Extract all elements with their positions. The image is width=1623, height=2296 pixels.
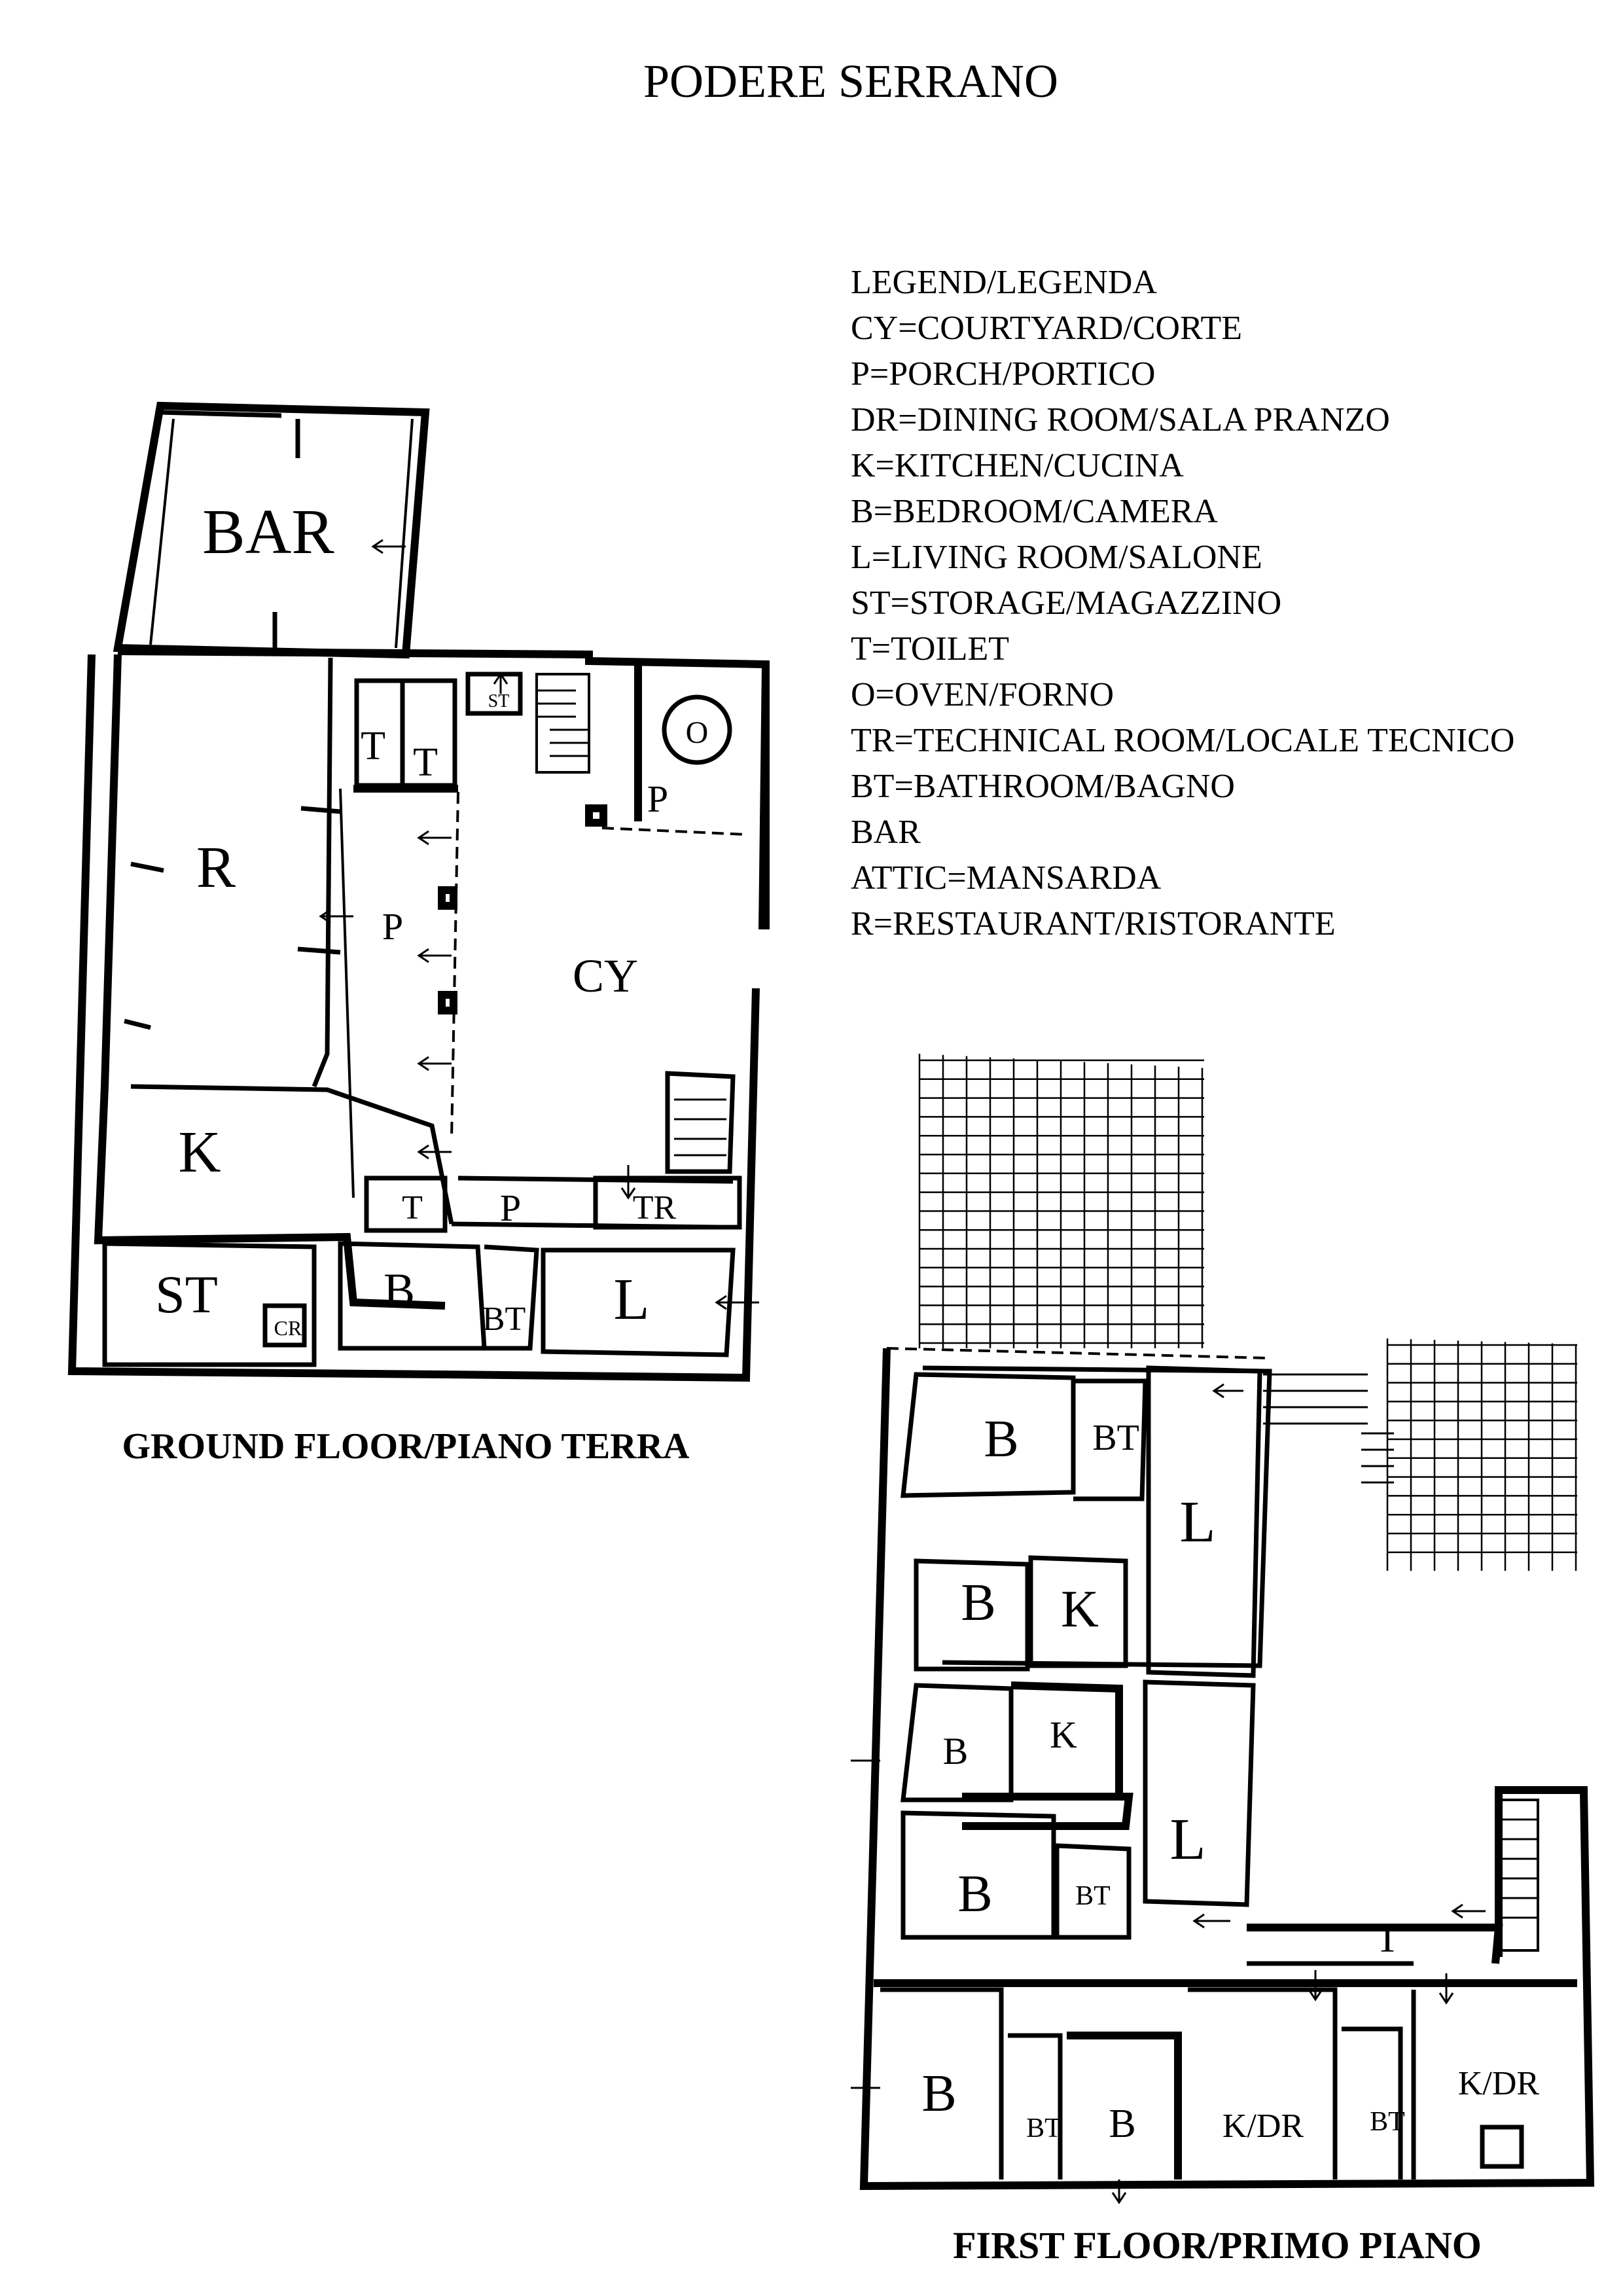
room-label-b3: B <box>943 1730 969 1772</box>
legend-item: L=LIVING ROOM/SALONE <box>851 539 1262 576</box>
room-label-k1: K <box>1061 1581 1099 1638</box>
room-label-st: ST <box>155 1265 218 1324</box>
first-floor-plan: B BT L B K B K L B BT T B BT B K/DR BT K… <box>851 1054 1595 2267</box>
roof-tiles-top <box>918 1054 1204 1348</box>
room-label-l2: L <box>1170 1807 1206 1872</box>
entry-arrows <box>319 539 759 1310</box>
room-label-p-lower: P <box>500 1187 521 1229</box>
room-label-kdr2: K/DR <box>1458 2065 1540 2102</box>
room-label-tr: TR <box>633 1189 677 1227</box>
legend-item: T=TOILET <box>851 630 1009 668</box>
room-label-bt3: BT <box>1026 2113 1061 2144</box>
stairs-lower <box>674 1098 726 1157</box>
legend-item: R=RESTAURANT/RISTORANTE <box>851 905 1336 942</box>
room-label-bt1: BT <box>1092 1418 1139 1458</box>
ground-floor-plan: BAR ST T T O P R P CY K T P TR ST CR B B… <box>67 401 770 1467</box>
room-label-t2: T <box>413 740 438 785</box>
room-label-bt2: BT <box>1075 1881 1111 1911</box>
room-label-kdr1: K/DR <box>1222 2108 1304 2145</box>
room-label-t3: T <box>402 1189 423 1227</box>
first-floor-caption: FIRST FLOOR/PRIMO PIANO <box>953 2224 1482 2267</box>
room-label-b6: B <box>1109 2102 1135 2146</box>
room-label-l1: L <box>1180 1490 1216 1554</box>
first-floor-arrows <box>851 1383 1486 2204</box>
room-label-r: R <box>196 835 236 900</box>
legend-item: ATTIC=MANSARDA <box>851 859 1162 897</box>
room-label-st-small: ST <box>488 691 510 711</box>
legend-item: TR=TECHNICAL ROOM/LOCALE TECNICO <box>851 722 1514 759</box>
legend: LEGEND/LEGENDA CY=COURTYARD/CORTE P=PORC… <box>851 264 1514 942</box>
legend-heading: LEGEND/LEGENDA <box>851 264 1157 301</box>
room-label-b: B <box>383 1264 415 1316</box>
legend-item: CY=COURTYARD/CORTE <box>851 310 1242 347</box>
page-title: PODERE SERRANO <box>643 55 1058 107</box>
room-label-b1: B <box>984 1410 1018 1468</box>
room-label-b4: B <box>957 1865 992 1923</box>
legend-item: K=KITCHEN/CUCINA <box>851 447 1184 484</box>
legend-item: BAR <box>851 814 921 851</box>
stairs-exterior <box>1263 1373 1394 1484</box>
ground-floor-caption: GROUND FLOOR/PIANO TERRA <box>122 1426 690 1467</box>
legend-item: BT=BATHROOM/BAGNO <box>851 768 1235 805</box>
room-label-p-porch: P <box>382 905 403 948</box>
legend-item: ST=STORAGE/MAGAZZINO <box>851 584 1281 622</box>
room-label-bar: BAR <box>202 497 334 567</box>
oven-circle <box>662 694 732 765</box>
room-label-k: K <box>179 1120 221 1185</box>
room-label-t1: T <box>361 724 385 768</box>
room-label-cy: CY <box>573 950 638 1002</box>
room-label-o: O <box>686 715 709 750</box>
roof-tiles-right <box>1386 1338 1577 1571</box>
room-label-bt4: BT <box>1370 2107 1405 2137</box>
legend-item: DR=DINING ROOM/SALA PRANZO <box>851 401 1390 439</box>
room-label-k2: K <box>1050 1713 1077 1756</box>
room-label-bt: BT <box>482 1300 526 1338</box>
legend-item: O=OVEN/FORNO <box>851 676 1114 713</box>
room-label-t: T <box>1375 1916 1400 1961</box>
legend-item: P=PORCH/PORTICO <box>851 355 1155 393</box>
stairs-first-floor <box>1497 1799 1539 1952</box>
room-label-b5: B <box>921 2065 956 2123</box>
room-label-cr: CR <box>274 1316 302 1340</box>
room-label-b2: B <box>961 1574 995 1632</box>
stairs-top <box>535 673 590 774</box>
legend-item: B=BEDROOM/CAMERA <box>851 493 1218 530</box>
room-label-l: L <box>614 1267 650 1332</box>
room-label-p-oven: P <box>647 778 668 820</box>
